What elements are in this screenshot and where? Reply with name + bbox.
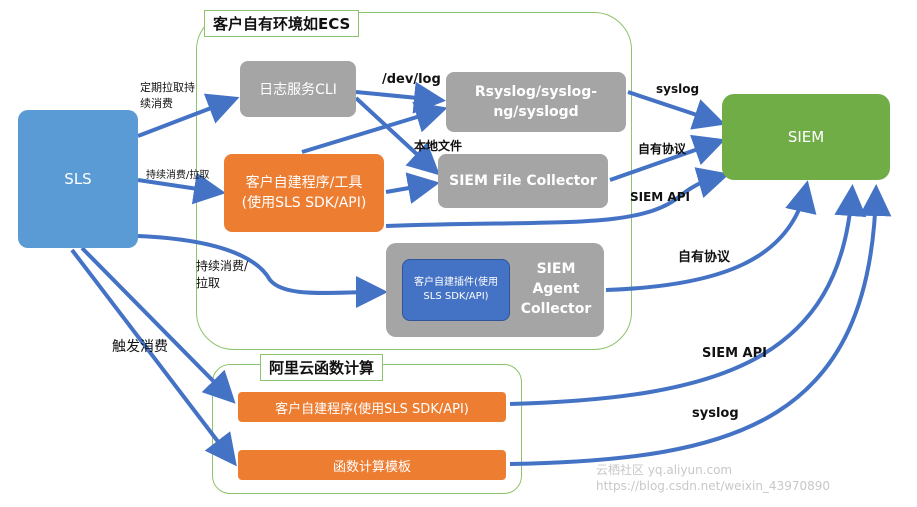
log-cli-label: 日志服务CLI [259, 82, 337, 98]
fc-program-node: 客户自建程序(使用SLS SDK/API) [238, 392, 506, 422]
edge-label-local-file: 本地文件 [414, 139, 463, 153]
fc-program-label: 客户自建程序(使用SLS SDK/API) [275, 401, 469, 417]
edge-label-siem-api-top: SIEM API [630, 190, 690, 204]
arrow-fctemplate-to-siem [509, 184, 892, 466]
file-collector-node: SIEM File Collector [438, 154, 608, 208]
agent-collector-node: 客户自建插件(使用SLS SDK/API) SIEM Agent Collect… [386, 243, 604, 337]
arrow-rsyslog-to-siem [627, 90, 726, 130]
ecs-region-title: 客户自有环境如ECS [204, 10, 360, 37]
sls-node: SLS [18, 110, 138, 248]
arrow-sls-to-agent [137, 234, 388, 309]
log-cli-node: 日志服务CLI [240, 61, 356, 117]
siem-label: SIEM [787, 128, 825, 146]
rsyslog-label: Rsyslog/syslog-ng/syslogd [474, 84, 598, 120]
edge-label-own-protocol-agent: 自有协议 [678, 250, 731, 265]
edge-label-periodic-pull: 定期拉取持续消费 [140, 81, 195, 110]
arrow-program-to-rsyslog [301, 101, 448, 154]
arrow-program-to-filecollector [385, 172, 440, 204]
arrow-filecollector-to-siem [609, 134, 726, 182]
watermark: 云栖社区 yq.aliyun.com https://blog.csdn.net… [596, 463, 831, 493]
agent-collector-label: SIEM Agent Collector [520, 261, 592, 317]
fc-template-node: 函数计算模板 [238, 450, 506, 480]
arrow-sls-to-cli [137, 93, 240, 138]
arrow-sls-to-program [137, 172, 226, 205]
edge-label-siem-api-fc: SIEM API [702, 346, 767, 361]
custom-program-node: 客户自建程序/工具(使用SLS SDK/API) [224, 154, 384, 232]
custom-plugin-node: 客户自建插件(使用SLS SDK/API) [402, 259, 510, 321]
edge-label-own-protocol-top: 自有协议 [638, 142, 687, 156]
edge-label-syslog-top: syslog [656, 82, 700, 96]
sls-label: SLS [64, 170, 92, 188]
arrow-program-to-siem [385, 167, 730, 228]
arrow-cli-to-filecollector [354, 96, 440, 176]
custom-program-label: 客户自建程序/工具(使用SLS SDK/API) [241, 175, 367, 211]
arrow-sls-to-fc-template [70, 248, 237, 467]
custom-plugin-label: 客户自建插件(使用SLS SDK/API) [414, 277, 498, 302]
siem-node: SIEM [722, 94, 890, 180]
edge-label-consume-pull-agent: 持续消费/拉取 [196, 259, 249, 290]
fc-template-label: 函数计算模板 [332, 459, 411, 475]
arrow-cli-to-rsyslog [355, 81, 446, 114]
edge-label-dev-log: /dev/log [382, 72, 441, 87]
arrow-sls-to-fc-program [80, 246, 236, 404]
edge-label-trigger-consume: 触发消费 [112, 339, 168, 355]
arrow-fcprogram-to-siem [509, 184, 867, 406]
fc-region-title: 阿里云函数计算 [260, 354, 384, 381]
edge-label-consume-pull: 持续消费/拉取 [146, 170, 210, 181]
arrow-agent-to-siem [605, 180, 817, 292]
edge-label-syslog-fc: syslog [692, 406, 739, 421]
file-collector-label: SIEM File Collector [449, 173, 597, 189]
rsyslog-node: Rsyslog/syslog-ng/syslogd [446, 72, 626, 132]
